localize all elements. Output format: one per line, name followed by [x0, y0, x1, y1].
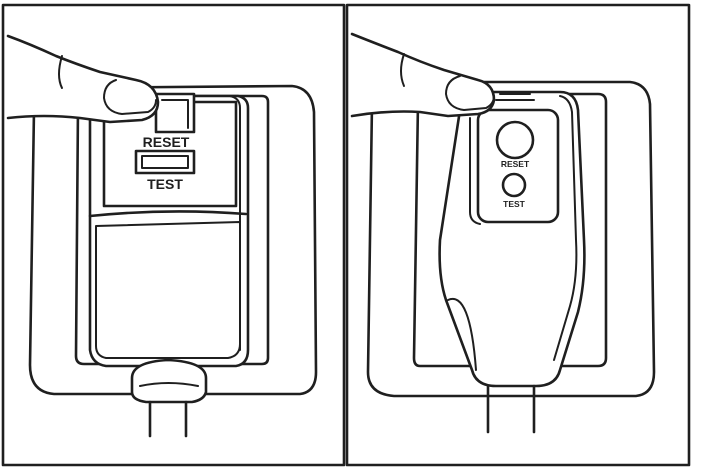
right-cord	[486, 384, 536, 434]
left-panel-frame	[1, 3, 346, 467]
left-cord-strain-relief-line	[139, 382, 199, 387]
right-hand	[350, 32, 496, 118]
left-plug-separator	[88, 210, 248, 218]
left-cord	[148, 400, 188, 438]
right-panel: RESET TEST	[345, 3, 691, 467]
left-reset-label: RESET	[143, 134, 190, 150]
right-reset-button	[495, 120, 535, 160]
right-test-label: TEST	[503, 199, 526, 209]
right-fingernail	[445, 75, 495, 111]
left-plug-lower-panel	[95, 221, 241, 359]
left-test-label: TEST	[147, 176, 183, 192]
right-reset-label: RESET	[501, 159, 530, 169]
left-hand	[6, 34, 160, 124]
left-plug-edge	[229, 95, 241, 351]
right-panel-frame	[345, 3, 691, 467]
right-test-button	[501, 172, 527, 198]
right-plug-top-ridge	[495, 93, 535, 101]
left-panel: RESET TEST	[1, 3, 346, 467]
left-test-button	[134, 149, 196, 175]
left-reset-button-shade	[161, 99, 189, 129]
left-cord-strain-relief	[130, 358, 208, 404]
right-finger-knuckle	[400, 53, 405, 87]
left-finger-knuckle	[58, 55, 63, 89]
left-fingernail	[103, 79, 157, 115]
right-button-panel-shadow	[469, 117, 481, 225]
left-test-button-inner	[141, 155, 189, 169]
right-plug-edge	[553, 95, 578, 361]
right-plug-edge-left	[447, 297, 477, 371]
